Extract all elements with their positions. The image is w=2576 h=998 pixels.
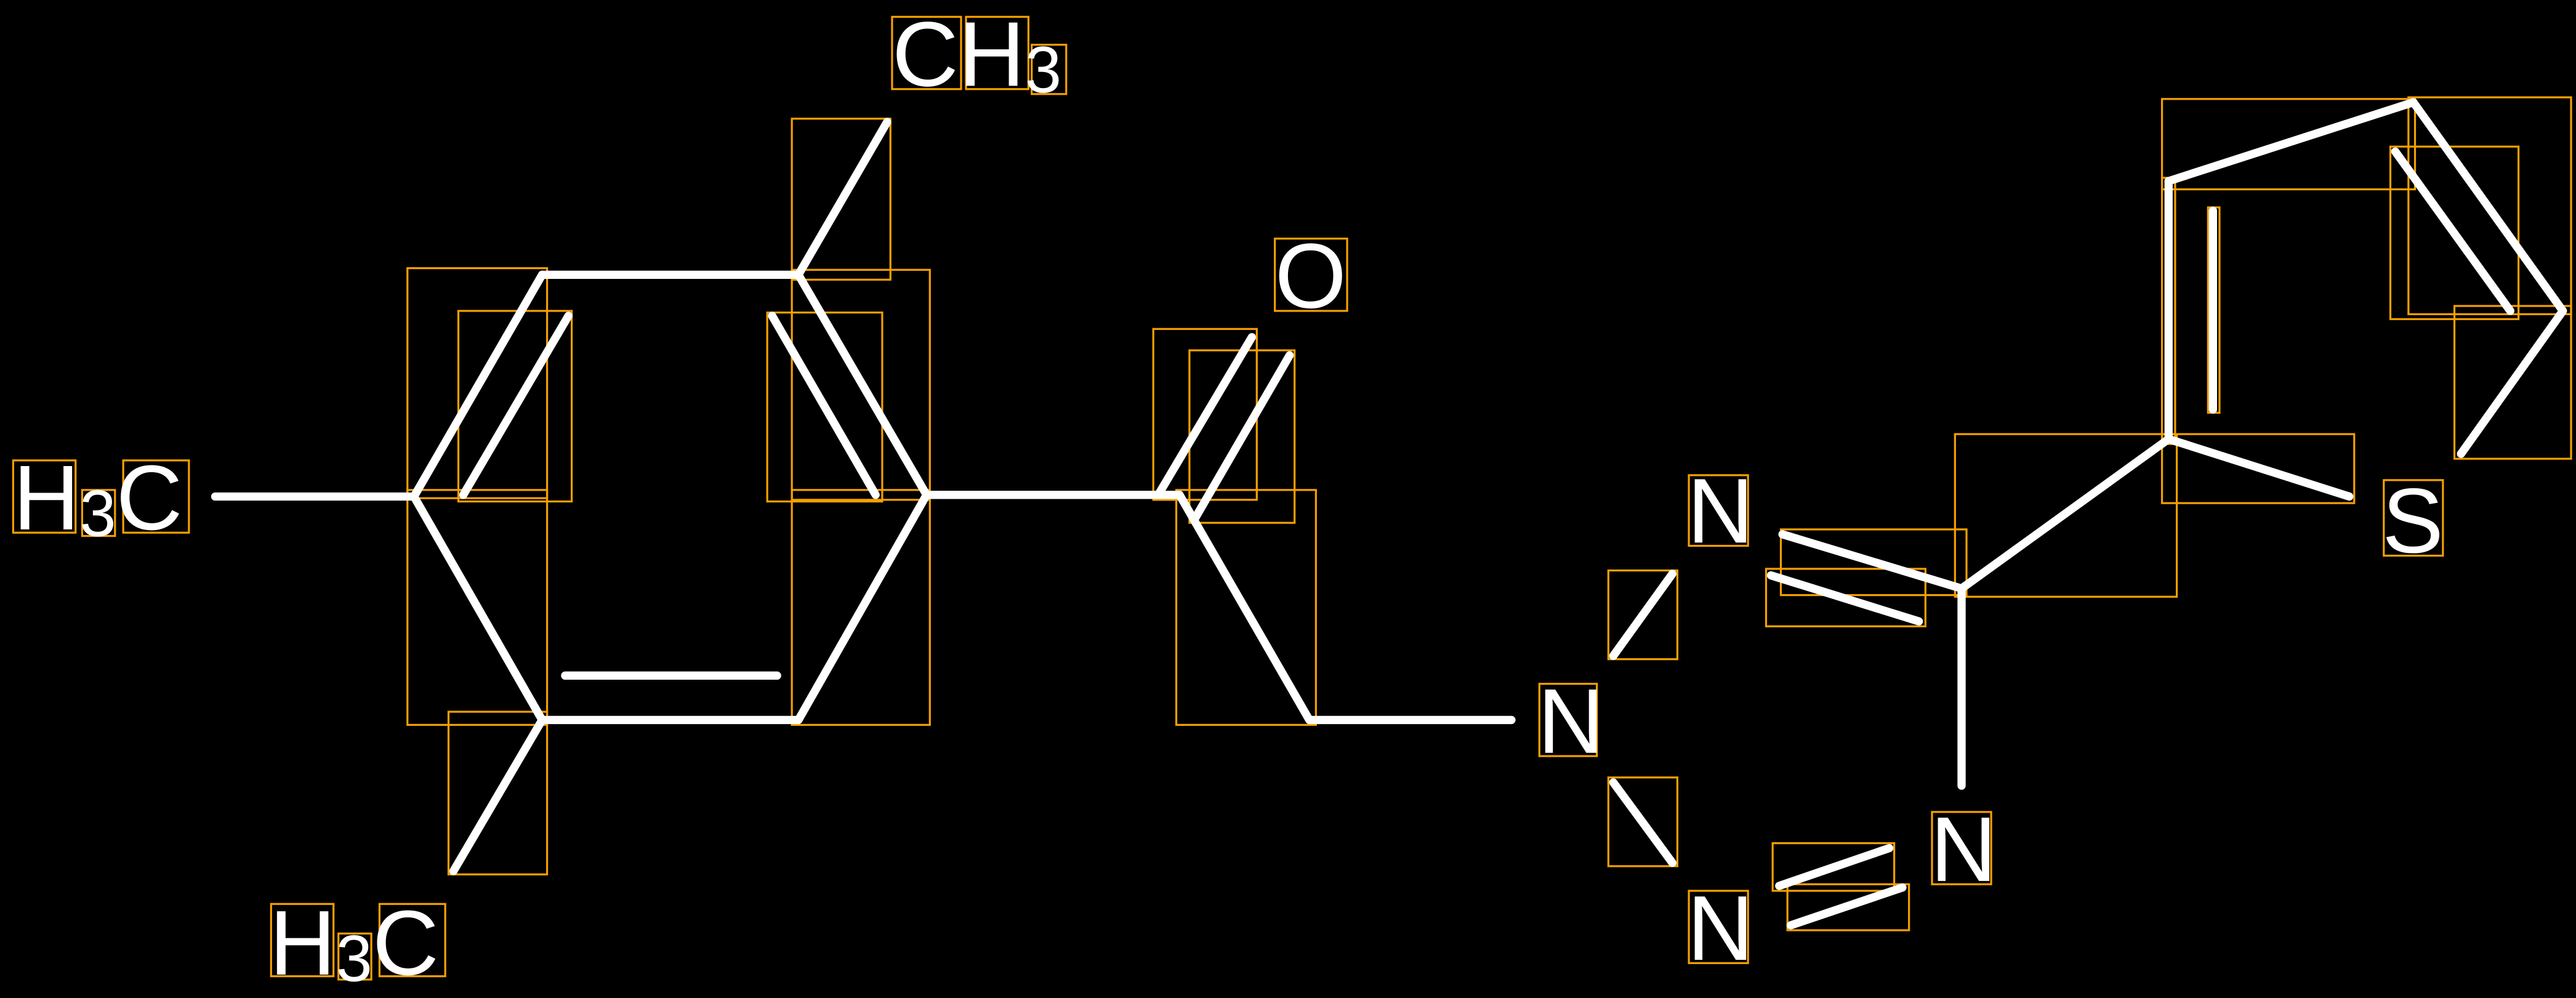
bounding-box	[1031, 44, 1068, 95]
label-h3c-bottom: H3C	[270, 891, 439, 996]
bond-line	[2409, 98, 2567, 315]
bounding-box	[1765, 568, 1926, 627]
bounding-box	[406, 489, 549, 726]
bonds	[211, 98, 2567, 930]
bounding-box	[406, 267, 549, 499]
bond-line	[1175, 491, 1314, 725]
bounding-box	[965, 15, 1029, 91]
bond-line	[1778, 530, 1966, 593]
bounding-box	[2160, 433, 2356, 504]
bond-line	[1957, 435, 2173, 593]
bond-line	[794, 118, 892, 279]
label-oxygen: O	[1275, 225, 1346, 328]
bounding-box	[1175, 489, 1317, 726]
label-n-right: N	[1930, 798, 1997, 901]
bond-line	[2164, 435, 2354, 501]
bond-line	[2391, 147, 2514, 315]
bounding-box	[81, 489, 116, 537]
bounding-box	[2453, 305, 2572, 460]
label-n-upper: N	[1687, 459, 1753, 562]
bond-line	[794, 270, 931, 499]
bounding-box	[457, 310, 573, 503]
label-h3c-left: H3C	[13, 446, 182, 550]
bond-line	[409, 492, 547, 725]
bond-line	[2457, 307, 2567, 458]
bounding-box	[791, 268, 931, 501]
bounding-box	[1688, 474, 1749, 547]
bounding-box	[378, 903, 446, 978]
bond-line	[1786, 883, 1907, 930]
bounding-box	[1771, 842, 1896, 892]
bond-line	[1775, 843, 1894, 890]
bounding-box	[1538, 683, 1598, 757]
bounding-box	[791, 489, 931, 726]
label-sulfur: S	[2382, 469, 2444, 572]
bounding-box	[2383, 479, 2444, 557]
bounding-box	[1607, 776, 1679, 867]
bounding-box	[1688, 890, 1749, 964]
bond-line	[794, 491, 931, 725]
bounding-box	[1779, 528, 1968, 597]
bounding-boxes	[12, 15, 2572, 981]
bond-line	[1190, 351, 1294, 524]
bounding-box	[12, 459, 77, 534]
bond-line	[1609, 569, 1677, 660]
label-ch3-top: CH3	[892, 2, 1061, 107]
bounding-box	[122, 459, 190, 534]
bond-line	[409, 270, 547, 501]
bond-line	[1609, 778, 1677, 867]
bond-line	[1766, 571, 1923, 626]
bounding-box	[2160, 98, 2417, 191]
bond-line	[459, 312, 573, 499]
bond-line	[449, 715, 547, 875]
bounding-box	[2407, 96, 2572, 315]
bounding-box	[1931, 811, 1992, 885]
bounding-box	[1954, 433, 2178, 598]
bond-line	[2164, 98, 2418, 185]
bounding-box	[1786, 883, 1910, 932]
label-n-lower: N	[1687, 877, 1753, 980]
bounding-box	[1607, 569, 1679, 661]
bond-line	[768, 312, 880, 499]
bounding-box	[270, 903, 335, 978]
bond-line	[1154, 332, 1256, 499]
bounding-box	[891, 15, 962, 91]
label-n-center: N	[1538, 670, 1604, 773]
bounding-box	[447, 710, 549, 875]
bounding-box	[1274, 237, 1348, 312]
bounding-box	[337, 932, 372, 981]
bounding-box	[791, 118, 892, 281]
